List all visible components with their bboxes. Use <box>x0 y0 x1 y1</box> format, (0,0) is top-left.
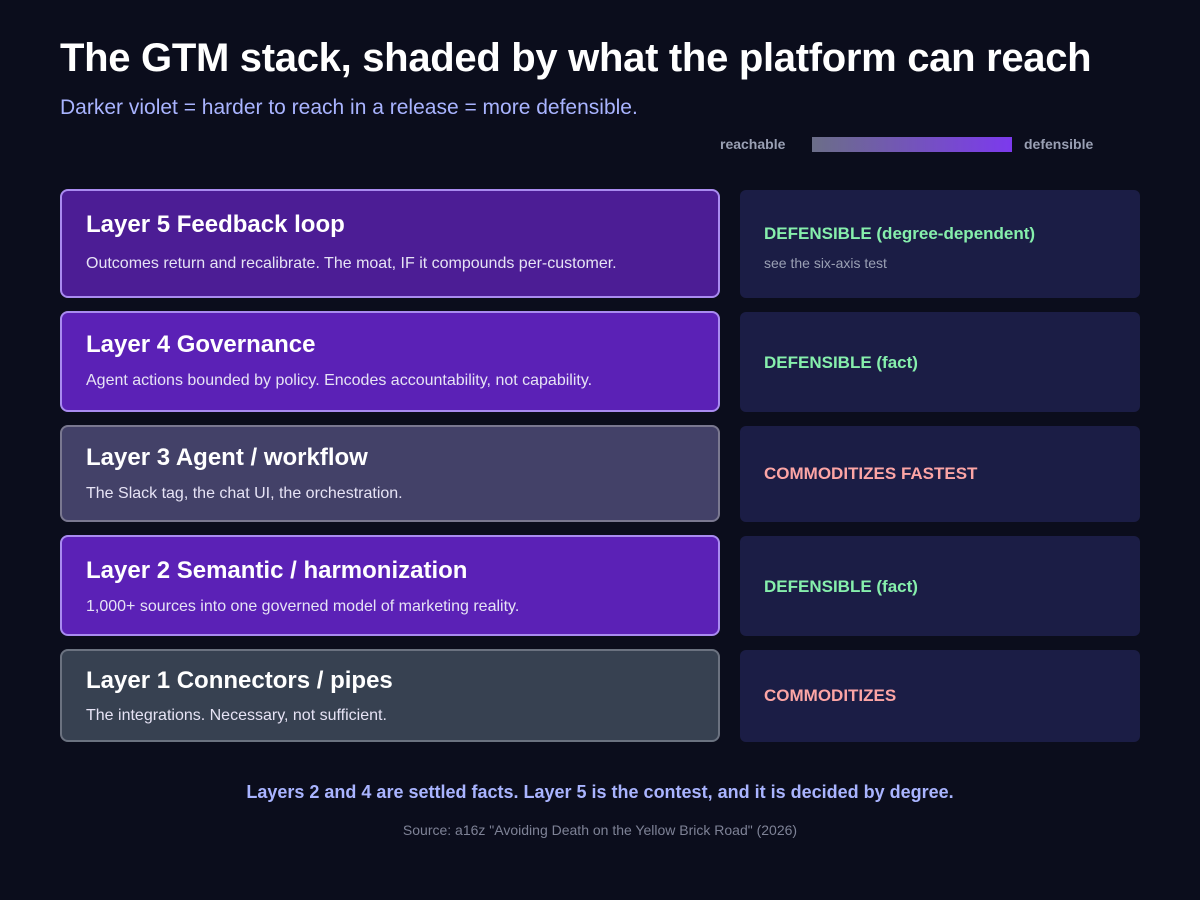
legend-left-label: reachable <box>720 136 786 152</box>
page-title: The GTM stack, shaded by what the platfo… <box>60 36 1092 80</box>
layer-name: Layer 4 Governance <box>86 331 316 358</box>
verdict-label: DEFENSIBLE (fact) <box>764 577 918 596</box>
layer-description: Outcomes return and recalibrate. The moa… <box>86 255 617 272</box>
layer-card-4: Layer 4 Governance Agent actions bounded… <box>60 311 720 412</box>
layer-card-3: Layer 3 Agent / workflow The Slack tag, … <box>60 425 720 522</box>
verdict-card-2: DEFENSIBLE (fact) <box>740 536 1140 636</box>
footer-source: Source: a16z "Avoiding Death on the Yell… <box>402 822 798 838</box>
legend-right-label: defensible <box>1024 136 1094 152</box>
footer-summary: Layers 2 and 4 are settled facts. Layer … <box>246 782 954 802</box>
layer-name: Layer 2 Semantic / harmonization <box>86 557 468 584</box>
verdict-card-5: DEFENSIBLE (degree-dependent) see the si… <box>740 190 1140 298</box>
verdict-card-3: COMMODITIZES FASTEST <box>740 426 1140 522</box>
verdict-card-4: DEFENSIBLE (fact) <box>740 312 1140 412</box>
verdict-label: DEFENSIBLE (degree-dependent) <box>764 224 1036 243</box>
verdict-label: COMMODITIZES <box>764 686 897 705</box>
layer-card-2: Layer 2 Semantic / harmonization 1,000+ … <box>60 535 720 636</box>
verdict-label: DEFENSIBLE (fact) <box>764 353 918 372</box>
legend-gradient-bar <box>812 137 1012 152</box>
verdict-note: see the six-axis test <box>764 255 887 271</box>
layer-name: Layer 1 Connectors / pipes <box>86 667 393 694</box>
layer-name: Layer 3 Agent / workflow <box>86 444 368 471</box>
layer-description: Agent actions bounded by policy. Encodes… <box>86 372 593 389</box>
verdict-label: COMMODITIZES FASTEST <box>764 464 978 483</box>
layer-name: Layer 5 Feedback loop <box>86 211 345 238</box>
layer-description: 1,000+ sources into one governed model o… <box>86 598 520 615</box>
layer-card-5: Layer 5 Feedback loop Outcomes return an… <box>60 189 720 298</box>
verdict-card-1: COMMODITIZES <box>740 650 1140 742</box>
layer-description: The integrations. Necessary, not suffici… <box>86 707 387 724</box>
layer-card-1: Layer 1 Connectors / pipes The integrati… <box>60 649 720 742</box>
page-subtitle: Darker violet = harder to reach in a rel… <box>60 96 638 119</box>
layer-description: The Slack tag, the chat UI, the orchestr… <box>86 485 403 502</box>
